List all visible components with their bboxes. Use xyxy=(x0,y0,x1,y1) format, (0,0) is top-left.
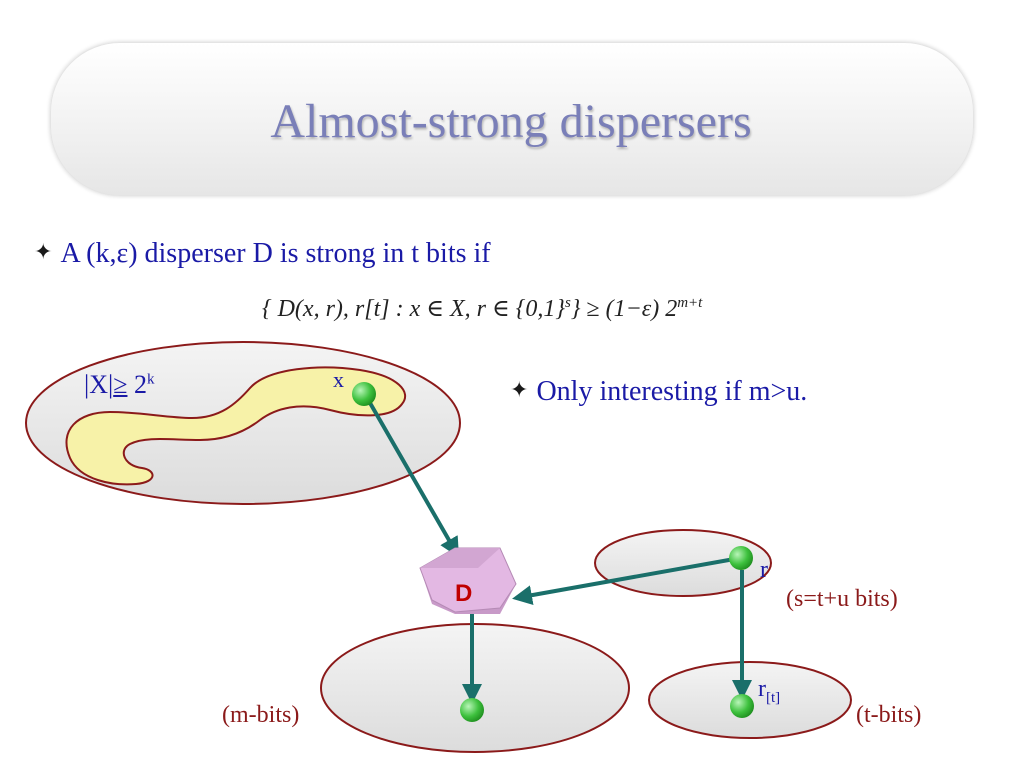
side-bullet: ✦ Only interesting if m>u. xyxy=(510,376,807,408)
node-rt xyxy=(730,694,754,718)
seed-caption: (s=t+u bits) xyxy=(786,586,898,612)
r-label: r xyxy=(760,557,768,583)
side-bullet-text: Only interesting if m>u. xyxy=(536,376,808,407)
formula-mid: } ≥ (1−ε) 2 xyxy=(570,296,678,322)
node-x xyxy=(352,382,376,406)
prefix-caption: (t-bits) xyxy=(856,702,922,728)
arrow-x-to-d xyxy=(364,395,459,558)
formula-main: { D(x, r), r[t] : x ∈ X, r ∈ {0,1} xyxy=(262,296,565,322)
output-ellipse xyxy=(320,623,630,753)
disperser-label: D xyxy=(455,580,473,607)
x-label: x xyxy=(333,367,344,392)
arrow-r-to-d xyxy=(512,556,741,606)
condition-formula: { D(x, r), r[t] : x ∈ X, r ∈ {0,1}s} ≥ (… xyxy=(262,294,702,323)
node-output xyxy=(460,698,484,722)
main-bullet-text: A (k,ε) disperser D is strong in t bits … xyxy=(60,238,491,269)
slide-title: Almost-strong dispersers xyxy=(270,95,752,148)
rt-label: r[t] xyxy=(758,676,781,706)
disperser-box xyxy=(419,547,517,614)
seed-ellipse xyxy=(594,529,772,597)
title-banner xyxy=(50,42,974,196)
subset-x-blob xyxy=(65,366,407,486)
set-size-label: |X|≥ 2k xyxy=(84,370,155,399)
formula-exp-mt: m+t xyxy=(677,295,703,311)
main-bullet: ✦ A (k,ε) disperser D is strong in t bits… xyxy=(34,238,491,270)
formula-exp-s: s xyxy=(564,295,571,311)
node-r xyxy=(729,546,753,570)
star-bullet-icon: ✦ xyxy=(34,239,53,264)
star-bullet-icon: ✦ xyxy=(510,377,529,402)
output-caption: (m-bits) xyxy=(222,702,300,728)
